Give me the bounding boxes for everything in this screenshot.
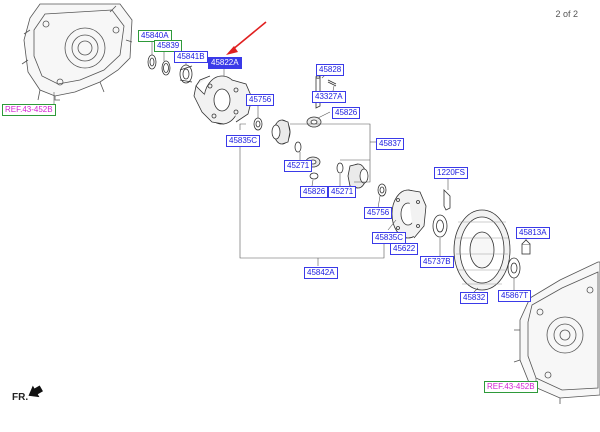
differential-case-45822a	[193, 75, 253, 125]
washer-45271-right	[336, 162, 344, 174]
transaxle-case-bottom-right	[513, 261, 600, 404]
part-label-43327a[interactable]: 43327A	[312, 91, 346, 103]
part-label-1220fs[interactable]: 1220FS	[434, 167, 469, 179]
ring-gear-45832	[453, 209, 511, 291]
side-gear-right	[347, 163, 369, 189]
part-label-45737b[interactable]: 45737B	[420, 256, 454, 268]
plug-45813a	[521, 239, 531, 255]
bolt-1220fs	[443, 189, 451, 211]
part-label-45813a[interactable]: 45813A	[516, 227, 550, 239]
pinion-gear-top	[306, 116, 322, 128]
part-label-45826-bottom[interactable]: 45826	[300, 186, 329, 198]
part-label-45756-bottom[interactable]: 45756	[364, 207, 393, 219]
differential-cover-45622	[391, 189, 427, 239]
part-label-45842a[interactable]: 45842A	[304, 267, 338, 279]
shim-45839	[161, 60, 171, 76]
thrust-washer-45756-top	[253, 117, 263, 131]
taper-bearing-45841b	[179, 64, 193, 84]
side-gear-left	[271, 119, 291, 145]
part-label-45622[interactable]: 45622	[390, 243, 419, 255]
ref-link-bottom[interactable]: REF.43-452B	[484, 381, 538, 393]
part-label-45841b[interactable]: 45841B	[174, 51, 208, 63]
part-label-45271-left[interactable]: 45271	[284, 160, 313, 172]
transaxle-case-top-left	[21, 3, 133, 101]
part-label-45837[interactable]: 45837	[376, 138, 405, 150]
part-label-45832[interactable]: 45832	[460, 292, 489, 304]
red-pointer-arrow	[226, 21, 267, 55]
page-indicator: 2 of 2	[555, 9, 578, 19]
front-direction-label: FR.	[12, 392, 29, 403]
washer-45826-bottom	[309, 172, 319, 180]
part-label-45271-right[interactable]: 45271	[328, 186, 357, 198]
front-direction-arrow	[28, 385, 43, 398]
part-label-45835c-left[interactable]: 45835C	[226, 135, 261, 147]
part-label-45839[interactable]: 45839	[154, 40, 183, 52]
lock-pin-43327a	[327, 79, 337, 87]
oil-seal-45840a	[147, 54, 157, 70]
part-label-45867t[interactable]: 45867T	[498, 290, 532, 302]
part-label-45822a-selected[interactable]: 45822A	[208, 57, 242, 69]
part-label-45828[interactable]: 45828	[316, 64, 345, 76]
part-label-45826-top[interactable]: 45826	[332, 107, 361, 119]
washer-45271-left	[294, 141, 302, 153]
part-label-45756-top[interactable]: 45756	[246, 94, 275, 106]
washer-45867t	[507, 257, 521, 279]
taper-bearing-45737b	[432, 214, 448, 238]
part-label-45835c-right[interactable]: 45835C	[372, 232, 407, 244]
ref-link-top[interactable]: REF.43-452B	[2, 104, 56, 116]
thrust-washer-45756-bottom	[377, 183, 387, 197]
